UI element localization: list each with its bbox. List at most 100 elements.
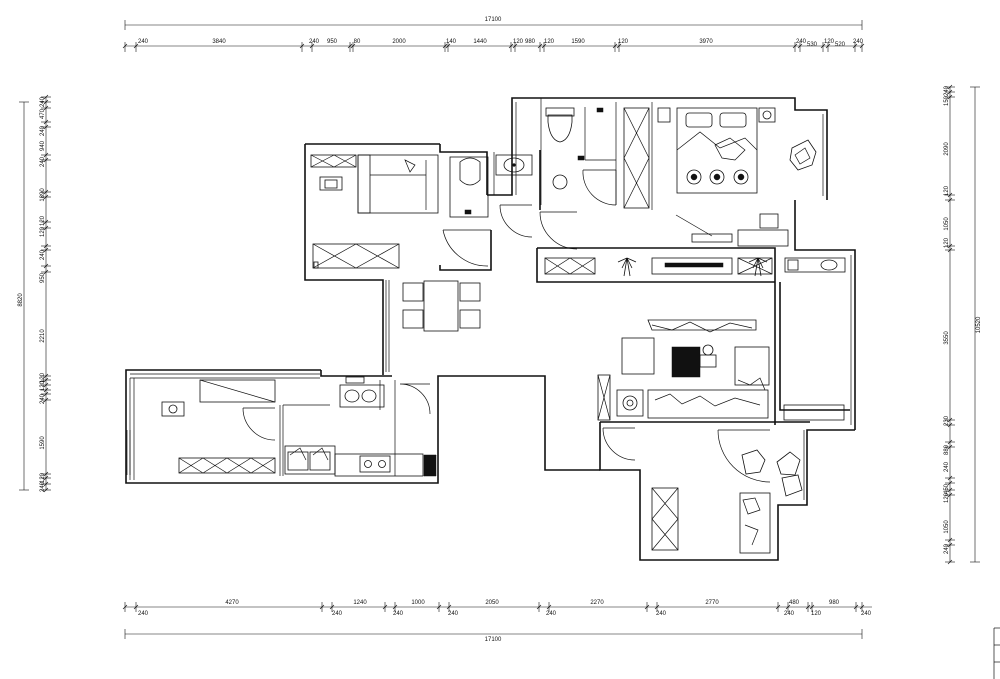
dim-label: 940 bbox=[40, 140, 46, 151]
dim-label: 3840 bbox=[212, 39, 226, 45]
dim-label: 950 bbox=[327, 39, 338, 45]
dimension-tick bbox=[785, 604, 791, 610]
dimension-tick bbox=[43, 225, 49, 231]
dimension-tick bbox=[947, 84, 953, 90]
dimension-tick bbox=[541, 43, 547, 49]
dimension-tick bbox=[43, 119, 49, 125]
door-swing bbox=[602, 427, 636, 461]
door-swing bbox=[399, 383, 431, 415]
wardrobe bbox=[651, 487, 679, 551]
dim-label: 240 bbox=[138, 611, 149, 617]
dim-label: 240 bbox=[40, 96, 46, 107]
dimension-tick bbox=[797, 43, 803, 49]
dimension-tick bbox=[442, 43, 448, 49]
bottom-total-label: 17100 bbox=[485, 637, 502, 643]
dim-label: 1440 bbox=[473, 39, 487, 45]
dimension-tick bbox=[612, 43, 618, 49]
dimension-tick bbox=[329, 604, 335, 610]
dim-label: 480 bbox=[789, 600, 800, 606]
dimension-tick bbox=[536, 604, 542, 610]
dim-label: 80 bbox=[354, 39, 361, 45]
bed bbox=[739, 492, 771, 554]
door-swing bbox=[442, 229, 491, 267]
dim-label: 240 bbox=[796, 39, 807, 45]
dimension-tick bbox=[546, 604, 552, 610]
dim-label: 120 bbox=[40, 226, 46, 237]
interior-walls bbox=[129, 98, 852, 500]
door-swing bbox=[499, 204, 533, 238]
dimension-tick bbox=[947, 492, 953, 498]
dim-label: 120 bbox=[40, 380, 46, 391]
dimension-tick bbox=[43, 99, 49, 105]
dimension-tick bbox=[43, 487, 49, 493]
left-total-label: 8820 bbox=[18, 293, 24, 307]
dim-label: 240 bbox=[944, 85, 950, 96]
wardrobe bbox=[623, 107, 650, 209]
dimension-tick bbox=[947, 417, 953, 423]
shoe-cabinet bbox=[597, 374, 611, 421]
wardrobe bbox=[310, 154, 357, 168]
dimension-tick bbox=[947, 94, 953, 100]
dimension-tick bbox=[445, 43, 451, 49]
dining-table bbox=[402, 280, 481, 332]
dimension-tick bbox=[43, 247, 49, 253]
dim-label: 230 bbox=[944, 415, 950, 426]
dimension-tick bbox=[512, 43, 518, 49]
dimension-tick bbox=[133, 43, 139, 49]
dim-label: 2000 bbox=[392, 39, 406, 45]
dim-label: 140 bbox=[446, 39, 457, 45]
dimension-tick bbox=[644, 604, 650, 610]
dimension-tick bbox=[43, 263, 49, 269]
side-table bbox=[616, 389, 644, 417]
dim-label: 530 bbox=[807, 42, 818, 48]
dim-label: 120 bbox=[544, 39, 555, 45]
dim-label: 120 bbox=[40, 472, 46, 483]
armchair bbox=[789, 139, 817, 171]
master-bed bbox=[657, 107, 776, 194]
exterior-walls bbox=[125, 97, 856, 561]
dimension-tick bbox=[537, 43, 543, 49]
dim-label: 240 bbox=[656, 611, 667, 617]
dim-label: 4270 bbox=[225, 600, 239, 606]
dimension-tick bbox=[825, 43, 831, 49]
dim-label: 240 bbox=[40, 125, 46, 136]
dimension-tick bbox=[43, 382, 49, 388]
dim-label: 120 bbox=[944, 492, 950, 503]
wardrobe bbox=[178, 457, 276, 474]
dim-label: 240 bbox=[393, 611, 404, 617]
sofa bbox=[621, 319, 770, 419]
dimension-tick bbox=[859, 43, 865, 49]
dim-label: 2270 bbox=[590, 600, 604, 606]
dimension-tick bbox=[43, 471, 49, 477]
dimension-tick bbox=[947, 537, 953, 543]
dimension-tick bbox=[654, 604, 660, 610]
dim-label: 3970 bbox=[699, 39, 713, 45]
dimension-tick bbox=[43, 189, 49, 195]
dim-label: 120 bbox=[40, 372, 46, 383]
dim-label: 2770 bbox=[705, 600, 719, 606]
dim-label: 120 bbox=[824, 39, 835, 45]
dim-label: 240 bbox=[448, 611, 459, 617]
dimension-tick bbox=[133, 604, 139, 610]
dimension-tick bbox=[319, 604, 325, 610]
dim-label: 1050 bbox=[944, 520, 950, 534]
dim-label: 880 bbox=[944, 444, 950, 455]
dim-label: 450 bbox=[944, 483, 950, 494]
dimension-tick bbox=[508, 43, 514, 49]
dim-label: 240 bbox=[138, 39, 149, 45]
right-total-label: 10520 bbox=[976, 316, 982, 333]
dim-label: 240 bbox=[853, 39, 864, 45]
door-swing bbox=[582, 169, 617, 206]
door-swing bbox=[717, 429, 771, 483]
dim-label: 120 bbox=[944, 185, 950, 196]
armchair bbox=[741, 449, 803, 497]
dim-label: 2050 bbox=[485, 600, 499, 606]
dim-label: 240 bbox=[546, 611, 557, 617]
dim-label: 240 bbox=[40, 393, 46, 404]
dimension-tick bbox=[775, 604, 781, 610]
dimension-tick bbox=[947, 243, 953, 249]
dimension-tick bbox=[43, 152, 49, 158]
dimension-tick bbox=[43, 124, 49, 130]
dimension-tick bbox=[820, 43, 826, 49]
dimension-tick bbox=[792, 43, 798, 49]
